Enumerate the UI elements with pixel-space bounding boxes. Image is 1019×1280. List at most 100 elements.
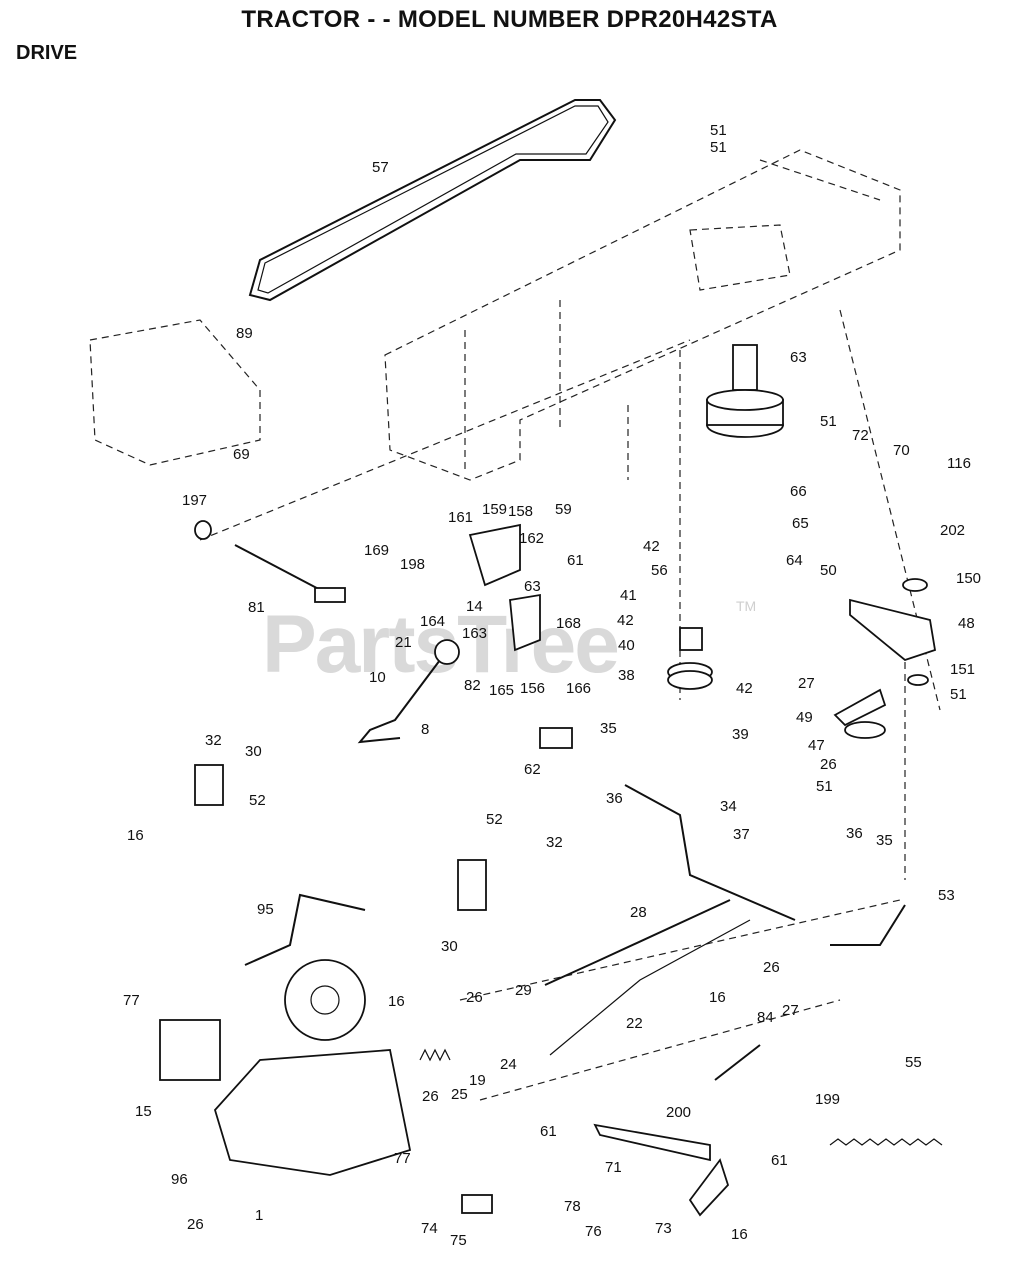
callout: 61 [771,1152,788,1169]
callout: 51 [816,778,833,795]
callout: 56 [651,562,668,579]
callout: 158 [508,503,534,520]
callout: 47 [808,737,825,754]
callout: 48 [958,615,975,632]
control-rod [544,899,731,986]
transaxle [159,959,412,1176]
callout: 26 [820,756,837,773]
callout: 59 [555,501,572,518]
callout: 69 [233,446,250,463]
drive-belt [248,99,617,302]
callout: 96 [171,1171,188,1188]
spacer-74 [461,1194,493,1214]
callout: 165 [489,682,515,699]
pivot-bracket [468,523,521,587]
callout: 159 [482,501,508,518]
callout: 35 [600,720,617,737]
callout: 70 [893,442,910,459]
callout: 63 [524,578,541,595]
callout: 163 [462,625,488,642]
callout: 49 [796,709,813,726]
bracket-73 [688,1158,730,1217]
callout: 16 [127,827,144,844]
callout: 27 [782,1002,799,1019]
tractor-frame [384,149,901,481]
callout: 76 [585,1223,602,1240]
bypass-rod [244,893,366,966]
callout: 74 [421,1220,438,1237]
callout: 166 [566,680,592,697]
callout: 89 [236,325,253,342]
callout: 42 [643,538,660,555]
page-title: TRACTOR - - MODEL NUMBER DPR20H42STA [241,6,778,33]
spring-25 [419,1048,451,1062]
callout: 150 [956,570,982,587]
callout: 52 [249,792,266,809]
callout: 169 [364,542,390,559]
callout: 34 [720,798,737,815]
callout: 75 [450,1232,467,1249]
callout: 50 [820,562,837,579]
arm-71 [593,1123,711,1162]
callout: 40 [618,637,635,654]
callout: 16 [709,989,726,1006]
callout: 32 [205,732,222,749]
callout: 198 [400,556,426,573]
callout: 35 [876,832,893,849]
bracket-30-center [457,859,487,911]
bushing-62 [539,727,573,749]
callout: 200 [666,1104,692,1121]
callout: 26 [422,1088,439,1105]
callout: 57 [372,159,389,176]
callout: 26 [187,1216,204,1233]
idler-pulley [667,627,713,690]
callout: 161 [448,509,474,526]
callout: 77 [394,1150,411,1167]
callout: 36 [846,825,863,842]
callout: 63 [790,349,807,366]
watermark-tm: TM [736,598,757,614]
callout: 156 [520,680,546,697]
callout: 52 [486,811,503,828]
callout: 32 [546,834,563,851]
callout: 30 [245,743,262,760]
shift-rod [234,544,331,596]
section-heading: DRIVE [16,42,78,64]
callout: 15 [135,1103,152,1120]
callout: 81 [248,599,265,616]
callout: 168 [556,615,582,632]
callout: 73 [655,1220,672,1237]
callout: 36 [606,790,623,807]
callout: 26 [763,959,780,976]
callout: 61 [540,1123,557,1140]
lever-84 [714,1044,761,1081]
callout: 77 [123,992,140,1009]
spring-55 [829,1138,943,1146]
brake-rod [624,784,796,921]
callout: 62 [524,761,541,778]
parking-rod [830,904,906,946]
callout: 8 [421,721,430,738]
callout: 162 [519,530,545,547]
callout: 42 [617,612,634,629]
callout: 29 [515,982,532,999]
callout: 38 [618,667,635,684]
callout: 199 [815,1091,841,1108]
callout: 151 [950,661,976,678]
callout: 21 [395,634,412,651]
callout: 51 [950,686,967,703]
callout: 41 [620,587,637,604]
callout: 30 [441,938,458,955]
callout: 39 [732,726,749,743]
callout: 22 [626,1015,643,1032]
callout: 27 [798,675,815,692]
idler-bracket [849,598,937,662]
callout: 53 [938,887,955,904]
callout: 37 [733,826,750,843]
callout: 26 [466,989,483,1006]
hood-pan [89,319,261,466]
callout: 202 [940,522,966,539]
callout: 197 [182,492,208,509]
callout: 25 [451,1086,468,1103]
